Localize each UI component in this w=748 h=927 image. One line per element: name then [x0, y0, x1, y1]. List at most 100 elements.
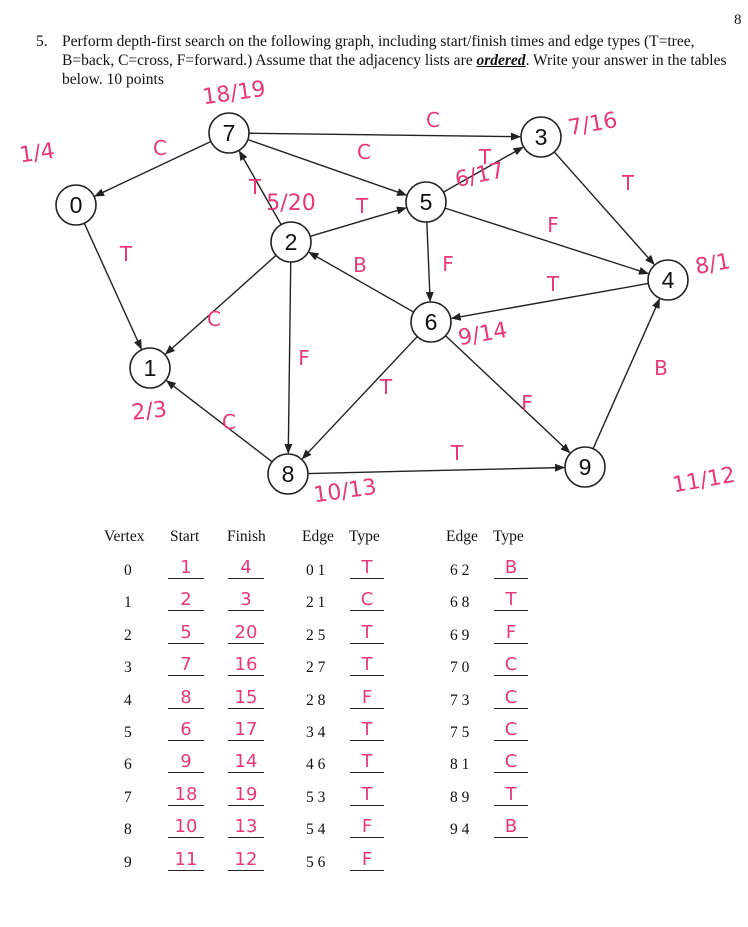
start-time-answer: 18 [168, 784, 204, 806]
time-annotation-5: 6/17 [453, 158, 507, 193]
edge-cell: 7 3 [450, 691, 470, 709]
time-annotation-7: 18/19 [201, 77, 267, 111]
edge-type-answer: F [350, 849, 384, 871]
edge-cell: 7 0 [450, 659, 470, 677]
node-8: 8 [267, 453, 309, 495]
edge-cell: 2 7 [306, 659, 326, 677]
edge-type-answer: B [494, 817, 528, 839]
answer-tables: Vertex Start Finish Edge Type Edge Type … [0, 528, 748, 888]
vertex-cell: 0 [124, 562, 132, 579]
node-label: 2 [285, 229, 298, 255]
time-annotation-9: 11/12 [670, 463, 737, 499]
time-annotation-0: 1/4 [18, 139, 57, 169]
node-1: 1 [129, 347, 171, 389]
node-5: 5 [405, 181, 447, 223]
edge-6-8 [301, 336, 418, 460]
finish-time-answer: 20 [228, 622, 264, 644]
edge-2-5 [309, 206, 407, 237]
finish-time-answer: 13 [228, 817, 264, 839]
edge-4-6 [450, 282, 649, 321]
edge-cell: 5 6 [306, 853, 326, 871]
finish-time-answer: 16 [228, 655, 264, 677]
edge-cell: 6 2 [450, 562, 470, 579]
edge-cell: 5 4 [306, 821, 326, 839]
edge-type-label-2-7: T [248, 175, 262, 199]
node-label: 7 [223, 120, 236, 146]
edge-5-6 [425, 221, 434, 303]
node-circle [270, 221, 312, 263]
node-label: 0 [70, 192, 83, 218]
start-header: Start [170, 528, 200, 545]
node-label: 4 [662, 267, 675, 293]
time-annotation-3: 7/16 [566, 108, 619, 141]
node-circle [129, 347, 171, 389]
finish-time-answer: 3 [228, 590, 264, 612]
node-3: 3 [520, 116, 562, 158]
edge-type-answer: F [494, 622, 528, 644]
edge-type-label-5-4: F [547, 213, 559, 237]
vertex-header: Vertex [104, 528, 145, 545]
edge-2-8 [284, 261, 293, 455]
edge-8-9 [307, 463, 566, 475]
edge-type-answer: C [494, 752, 528, 774]
edge-8-1 [165, 380, 273, 463]
page-number: 8 [734, 12, 742, 28]
edge-type-label-0-1: T [119, 242, 133, 266]
edge-header-2: Edge [446, 528, 478, 545]
edge-7-5 [247, 138, 408, 196]
type-header-1: Type [349, 528, 380, 545]
time-annotation-6: 9/14 [456, 318, 509, 351]
edge-type-answer: T [350, 752, 384, 774]
time-annotation-4: 8/1 [693, 249, 732, 280]
question-emphasis: ordered [476, 52, 526, 69]
finish-time-answer: 14 [228, 752, 264, 774]
edge-6-2 [308, 251, 414, 313]
vertex-cell: 5 [124, 724, 132, 741]
edge-type-label-2-8: F [298, 346, 310, 370]
edge-type-label-6-9: F [521, 391, 533, 415]
start-time-answer: 10 [168, 817, 204, 839]
vertex-cell: 3 [124, 659, 132, 677]
finish-time-answer: 12 [228, 849, 264, 871]
start-time-answer: 5 [168, 622, 204, 644]
edge-type-answer: C [494, 720, 528, 741]
start-time-answer: 11 [168, 849, 204, 871]
node-circle [564, 446, 606, 488]
vertex-cell: 7 [124, 788, 132, 806]
node-circle [55, 184, 97, 226]
node-circle [208, 112, 250, 154]
question-text: 5. Perform depth-first search on the fol… [36, 32, 738, 89]
start-time-answer: 1 [168, 558, 204, 579]
edge-type-answer: C [350, 590, 384, 612]
question-text-before: Perform depth-first search on the follow… [62, 33, 695, 69]
edge-type-answer: T [350, 622, 384, 644]
edge-cell: 8 1 [450, 756, 470, 774]
edge-type-label-7-3: C [426, 108, 440, 132]
vertex-cell: 2 [124, 626, 132, 644]
edge-type-label-4-6: T [546, 272, 560, 296]
edge-cell: 9 4 [450, 821, 470, 839]
edge-7-0 [94, 140, 212, 197]
node-7: 7 [208, 112, 250, 154]
edge-6-9 [445, 335, 571, 454]
node-circle [520, 116, 562, 158]
edge-cell: 4 6 [306, 756, 326, 774]
node-circle [647, 259, 689, 301]
edge-0-1 [83, 222, 142, 350]
start-time-answer: 7 [168, 655, 204, 677]
edge-9-4 [592, 298, 661, 450]
edge-type-label-2-5: T [355, 194, 369, 218]
edge-type-label-6-2: B [353, 253, 367, 277]
edge-5-4 [444, 207, 649, 275]
edge-type-answer: T [350, 784, 384, 806]
start-time-answer: 8 [168, 687, 204, 709]
edge-type-answer: F [350, 817, 384, 839]
edge-type-label-3-4: T [621, 171, 635, 195]
finish-time-answer: 19 [228, 784, 264, 806]
time-annotation-2: 5/20 [266, 191, 315, 216]
edge-7-3 [248, 132, 522, 141]
node-label: 9 [579, 454, 592, 480]
edge-cell: 8 9 [450, 788, 470, 806]
vertex-cell: 8 [124, 821, 132, 839]
edge-type-label-2-1: C [207, 307, 221, 331]
